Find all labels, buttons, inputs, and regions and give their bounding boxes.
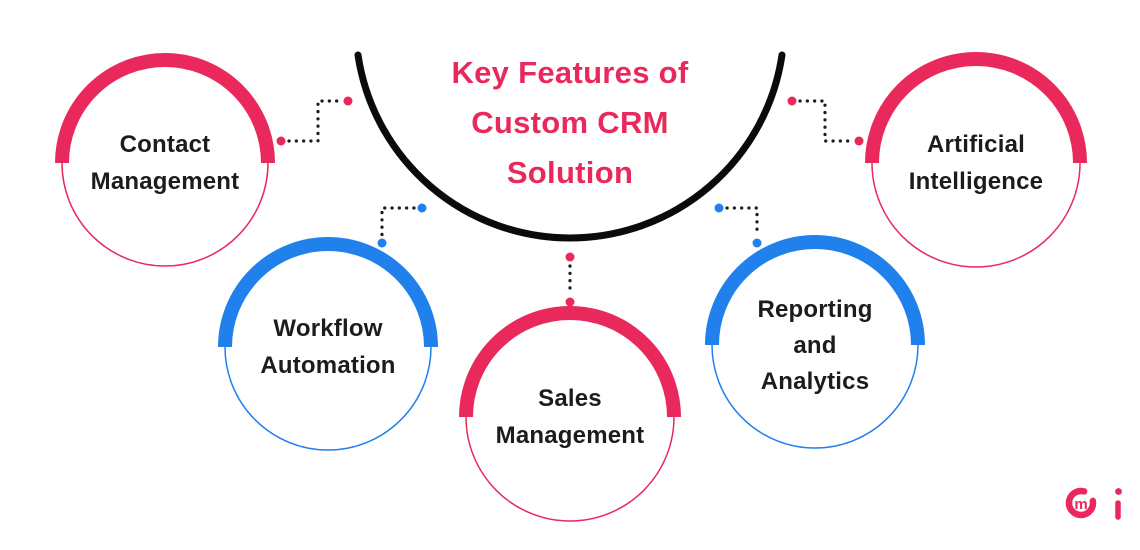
feature-label-line: and	[793, 332, 837, 359]
connector-artificial-intelligence	[787, 96, 864, 146]
circle-top-arc	[459, 306, 681, 418]
feature-label-line: Analytics	[760, 368, 870, 395]
feature-label-workflow-automation: Workflow Automation	[218, 310, 438, 384]
dotted-line	[725, 206, 759, 237]
feature-label-reporting-and-analytics: Reporting and Analytics	[705, 292, 925, 400]
title-line: Solution	[506, 155, 634, 190]
logo-c-ring-icon	[1065, 487, 1097, 519]
logo-i-dot-icon	[1115, 488, 1122, 495]
endpoint-dot	[565, 252, 575, 262]
endpoint-dot	[417, 203, 427, 213]
connector-sales-management	[565, 252, 575, 307]
circle-top-arc	[865, 52, 1087, 164]
endpoint-dot	[714, 203, 724, 213]
dotted-line	[287, 99, 342, 143]
center-arc	[354, 51, 786, 242]
feature-label-contact-management: Contact Management	[55, 126, 275, 200]
page-title: Key Features of Custom CRM Solution	[370, 48, 770, 198]
feature-label-line: Reporting	[757, 296, 873, 323]
endpoint-dot	[276, 136, 286, 146]
dotted-line	[798, 99, 853, 143]
title-line: Key Features of	[451, 55, 689, 90]
feature-label-sales-management: Sales Management	[460, 380, 680, 454]
feature-circle-reporting-and-analytics	[705, 235, 925, 449]
feature-label-artificial-intelligence: Artificial Intelligence	[866, 126, 1086, 200]
endpoint-dot	[752, 238, 762, 248]
feature-label-line: Workflow	[273, 315, 383, 342]
feature-label-line: Artificial	[926, 131, 1026, 158]
feature-circle-contact-management	[55, 53, 275, 267]
title-line: Custom CRM	[471, 105, 669, 140]
connector-workflow-automation	[377, 203, 427, 248]
circle-top-arc	[55, 53, 275, 164]
endpoint-dot	[377, 238, 387, 248]
feature-circle-sales-management	[459, 306, 681, 522]
connector-contact-management	[276, 96, 353, 146]
feature-label-line: Management	[495, 422, 645, 449]
endpoint-dot	[565, 297, 575, 307]
feature-label-line: Contact	[119, 131, 211, 158]
endpoint-dot	[787, 96, 797, 106]
circle-top-arc	[705, 235, 925, 346]
feature-circle-artificial-intelligence	[865, 52, 1087, 268]
feature-label-line: Sales	[538, 385, 602, 412]
connector-reporting-and-analytics	[714, 203, 762, 248]
circle-top-arc	[218, 237, 438, 348]
dotted-line	[380, 206, 416, 237]
logo-m-letter: m	[1074, 496, 1087, 513]
feature-label-line: Management	[90, 168, 240, 195]
endpoint-dot	[343, 96, 353, 106]
feature-circle-workflow-automation	[218, 237, 438, 451]
endpoint-dot	[854, 136, 864, 146]
feature-label-line: Intelligence	[908, 168, 1044, 195]
cmi-logo: m	[1065, 487, 1122, 520]
feature-label-line: Automation	[260, 352, 396, 379]
